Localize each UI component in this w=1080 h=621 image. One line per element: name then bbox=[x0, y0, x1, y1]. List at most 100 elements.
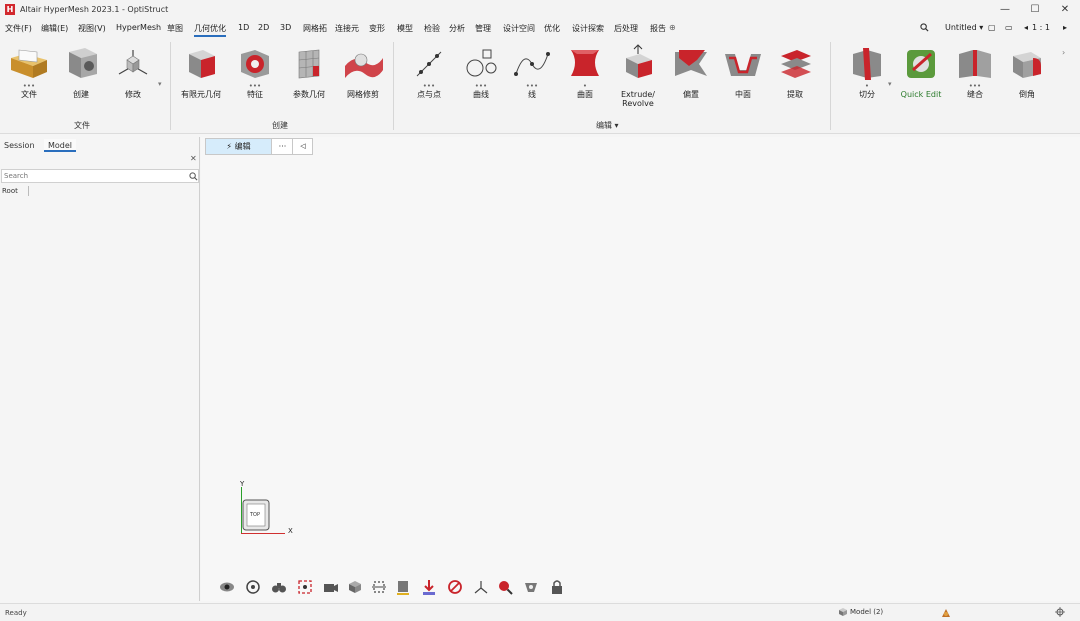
menu-item[interactable]: 模型 bbox=[397, 24, 413, 33]
extrude-revolve-tool-button[interactable]: Extrude/ Revolve bbox=[609, 44, 667, 114]
mesh-trim-tool-button[interactable]: 网格修剪 bbox=[334, 44, 392, 114]
menu-item[interactable]: 2D bbox=[258, 23, 270, 32]
no-display-icon[interactable] bbox=[446, 578, 464, 596]
solid-block-icon bbox=[69, 48, 97, 78]
menu-item[interactable]: 分析 bbox=[449, 24, 465, 33]
tab-model[interactable]: Model bbox=[44, 139, 77, 152]
fe-geometry-tool-button[interactable]: 有限元几何 bbox=[172, 44, 230, 114]
menu-item[interactable]: 编辑(E) bbox=[41, 24, 69, 33]
shaded-mode-icon[interactable] bbox=[394, 578, 412, 596]
tool-more-dots bbox=[766, 82, 824, 90]
parametric-geometry-tool-button[interactable]: 参数几何 bbox=[280, 44, 338, 114]
mode-more-button[interactable]: ··· bbox=[273, 139, 293, 154]
create-tool-button[interactable]: 创建 bbox=[52, 44, 110, 114]
stitch-tool-button[interactable]: ••• 缝合 bbox=[946, 44, 1004, 114]
modify-tool-button[interactable]: 修改 bbox=[104, 44, 162, 114]
page-prev-icon[interactable]: ◂ bbox=[1024, 23, 1029, 32]
menu-item[interactable]: 视图(V) bbox=[78, 24, 106, 33]
lock-icon[interactable] bbox=[548, 578, 566, 596]
more-menus-icon[interactable]: ⊕ bbox=[669, 23, 676, 32]
title-bar: H Altair HyperMesh 2023.1 - OptiStruct —… bbox=[0, 0, 1080, 20]
graphics-viewport[interactable] bbox=[201, 137, 1080, 601]
menu-item[interactable]: 管理 bbox=[475, 24, 491, 33]
group-label-edit[interactable]: 编辑 ▾ bbox=[596, 121, 619, 130]
minimize-button[interactable]: — bbox=[1000, 4, 1010, 15]
ribbon-scroll-right-icon[interactable]: › bbox=[1062, 48, 1066, 57]
model-status-label[interactable]: Model (2) bbox=[850, 608, 884, 616]
midsurface-tool-button[interactable]: 中面 bbox=[714, 44, 772, 114]
file-tool-button[interactable]: ••• 文件 bbox=[0, 44, 58, 114]
view-cube[interactable]: TOP bbox=[242, 499, 270, 531]
transparency-icon[interactable] bbox=[522, 578, 540, 596]
points-tool-button[interactable]: ••• 点与点 bbox=[400, 44, 458, 114]
binoculars-icon[interactable] bbox=[270, 578, 288, 596]
offset-tool-button[interactable]: 偏置 bbox=[662, 44, 720, 114]
menu-item[interactable]: 设计空间 bbox=[503, 24, 535, 33]
rotate-view-icon[interactable] bbox=[244, 578, 262, 596]
close-panel-icon[interactable]: ✕ bbox=[190, 154, 197, 163]
menu-item[interactable]: HyperMesh bbox=[116, 23, 162, 32]
menu-item[interactable]: 3D bbox=[280, 23, 292, 32]
tab-session[interactable]: Session bbox=[4, 141, 35, 150]
fit-view-icon[interactable] bbox=[296, 578, 314, 596]
document-selector[interactable]: Untitled ▾ bbox=[945, 23, 984, 32]
layout-single-icon[interactable]: ▢ bbox=[988, 23, 996, 32]
transform-axes-icon bbox=[118, 50, 148, 75]
settings-crosshair-icon[interactable] bbox=[1055, 607, 1065, 619]
quick-edit-tool-button[interactable]: Quick Edit bbox=[892, 44, 950, 114]
layout-split-icon[interactable]: ▭ bbox=[1005, 23, 1013, 32]
menu-item[interactable]: 1D bbox=[238, 23, 250, 32]
fillet-tool-button[interactable]: 倒角 bbox=[998, 44, 1056, 114]
lines-tool-button[interactable]: ••• 线 bbox=[503, 44, 561, 114]
tree-root-item[interactable]: Root bbox=[2, 187, 18, 195]
search-icon[interactable] bbox=[920, 23, 929, 34]
group-label-file: 文件 bbox=[74, 121, 90, 130]
curves-tool-button[interactable]: ••• 曲线 bbox=[452, 44, 510, 114]
maximize-button[interactable]: ☐ bbox=[1030, 4, 1040, 15]
tool-more-dots bbox=[52, 82, 110, 90]
menu-item[interactable]: 草图 bbox=[167, 24, 183, 33]
menu-item[interactable]: 网格拓 bbox=[303, 24, 327, 33]
ribbon-toolbar: ••• 文件 创建 修改 ▾ 文件 有限元几何 bbox=[0, 38, 1080, 134]
view-orientation-icon[interactable] bbox=[346, 578, 364, 596]
camera-icon[interactable] bbox=[322, 578, 340, 596]
tool-label: 有限元几何 bbox=[181, 90, 221, 99]
chevron-down-icon[interactable]: ▾ bbox=[158, 80, 162, 88]
feature-tool-button[interactable]: ••• 特征 bbox=[226, 44, 284, 114]
extract-tool-button[interactable]: 提取 bbox=[766, 44, 824, 114]
page-next-icon[interactable]: ▸ bbox=[1063, 23, 1068, 32]
edit-mode-button[interactable]: ⚡ 编辑 bbox=[206, 139, 272, 154]
search-box[interactable] bbox=[1, 169, 199, 183]
menu-item[interactable]: 报告 bbox=[650, 24, 666, 33]
close-window-button[interactable]: ✕ bbox=[1060, 4, 1070, 15]
axes-triad-icon[interactable] bbox=[472, 578, 490, 596]
menu-item[interactable]: 后处理 bbox=[614, 24, 638, 33]
menu-item[interactable]: 优化 bbox=[544, 24, 560, 33]
midsurface-icon bbox=[725, 54, 761, 76]
tool-more-dots: ••• bbox=[422, 82, 436, 90]
tool-more-dots bbox=[172, 82, 230, 90]
visualization-icon[interactable] bbox=[218, 578, 236, 596]
zoom-icon[interactable] bbox=[496, 578, 514, 596]
menu-item[interactable]: 连接元 bbox=[335, 24, 359, 33]
element-color-icon[interactable] bbox=[420, 578, 438, 596]
tool-label: 提取 bbox=[787, 90, 803, 99]
points-line-icon bbox=[416, 51, 442, 77]
clipping-icon[interactable] bbox=[370, 578, 388, 596]
menu-item[interactable]: 设计探索 bbox=[572, 24, 604, 33]
menu-item[interactable]: 几何优化 bbox=[194, 23, 226, 37]
parametric-grid-icon bbox=[298, 49, 320, 79]
search-input[interactable] bbox=[4, 171, 184, 181]
menu-item[interactable]: 变形 bbox=[369, 24, 385, 33]
tool-more-dots bbox=[998, 82, 1056, 90]
mode-collapse-button[interactable]: ◁ bbox=[300, 142, 306, 150]
menu-bar: 文件(F) 编辑(E) 视图(V) HyperMesh 草图 几何优化 1D 2D 3D 网格拓连… bbox=[0, 20, 1080, 38]
chevron-down-icon[interactable]: ▾ bbox=[888, 80, 892, 88]
split-tool-button[interactable]: • 切分 bbox=[838, 44, 896, 114]
menu-item[interactable]: 文件(F) bbox=[5, 24, 32, 33]
menu-item[interactable]: 检验 bbox=[424, 24, 440, 33]
search-icon[interactable] bbox=[189, 172, 198, 181]
surfaces-tool-button[interactable]: • 曲面 bbox=[556, 44, 614, 114]
tool-more-dots bbox=[662, 82, 720, 90]
tool-label: 缝合 bbox=[967, 90, 983, 99]
